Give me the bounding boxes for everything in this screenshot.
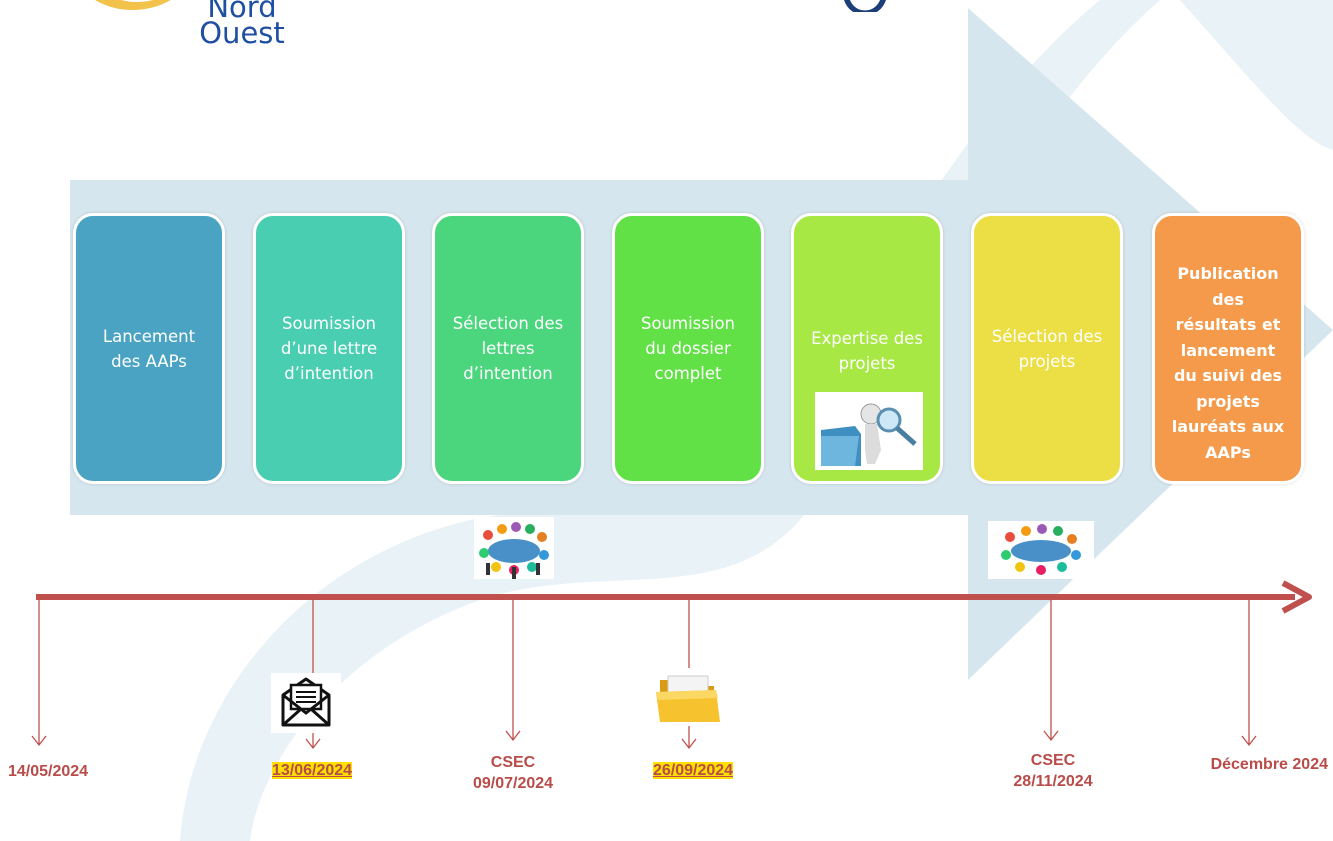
milestone-date-4: 26/09/2024 — [652, 762, 734, 779]
step-label: Sélection des lettres d’intention — [452, 314, 564, 383]
step-selection-projets: Sélection des projets — [971, 213, 1123, 484]
envelope-icon — [271, 673, 341, 733]
logo-text: Nord Ouest — [199, 0, 285, 50]
meeting-table-icon — [988, 521, 1094, 579]
step-lancement: Lancement des AAPs — [73, 213, 225, 484]
background-swoosh — [1180, 0, 1333, 150]
step-publication: Publication des résultats et lancement d… — [1152, 213, 1304, 484]
background-swoosh — [180, 0, 1160, 841]
milestone-date: 28/11/2024 — [1013, 773, 1093, 790]
folder-icon — [652, 670, 728, 726]
magnifier-folder-icon — [815, 392, 923, 470]
step-label: Publication des résultats et lancement d… — [1171, 264, 1285, 462]
meeting-table-icon — [474, 517, 554, 579]
milestone-tick — [1043, 597, 1059, 742]
step-label: Lancement des AAPs — [102, 326, 196, 371]
logo: Nord Ouest — [95, 0, 295, 48]
step-label: Sélection des projets — [991, 327, 1103, 371]
step-selection-lettres: Sélection des lettres d’intention — [432, 213, 584, 484]
milestone-label: CSEC — [490, 754, 536, 771]
logo-swoosh-icon — [95, 0, 171, 10]
milestone-tick — [31, 597, 47, 747]
milestone-tick — [305, 733, 321, 750]
step-label: Expertise des projets — [811, 329, 923, 373]
milestone-csec-1: CSEC 09/07/2024 — [463, 752, 563, 794]
milestone-date-2: 13/06/2024 — [271, 762, 353, 779]
step-label: Soumission du dossier complet — [640, 314, 735, 383]
milestone-date-1: 14/05/2024 — [8, 763, 89, 780]
partner-logo-icon — [844, 0, 886, 12]
milestone-tick — [505, 597, 521, 742]
milestone-tick — [681, 725, 697, 750]
milestone-date: 09/07/2024 — [472, 775, 554, 792]
timeline-arrowhead — [1281, 580, 1312, 614]
milestone-csec-2: CSEC 28/11/2024 — [1003, 750, 1103, 792]
step-soumission-dossier: Soumission du dossier complet — [612, 213, 764, 484]
step-soumission-lettre: Soumission d’une lettre d’intention — [253, 213, 405, 484]
milestone-date-6: Décembre 2024 — [1210, 756, 1328, 773]
milestone-tick — [1241, 597, 1257, 747]
step-label: Soumission d’une lettre d’intention — [280, 314, 378, 383]
milestone-label: CSEC — [1030, 752, 1076, 769]
